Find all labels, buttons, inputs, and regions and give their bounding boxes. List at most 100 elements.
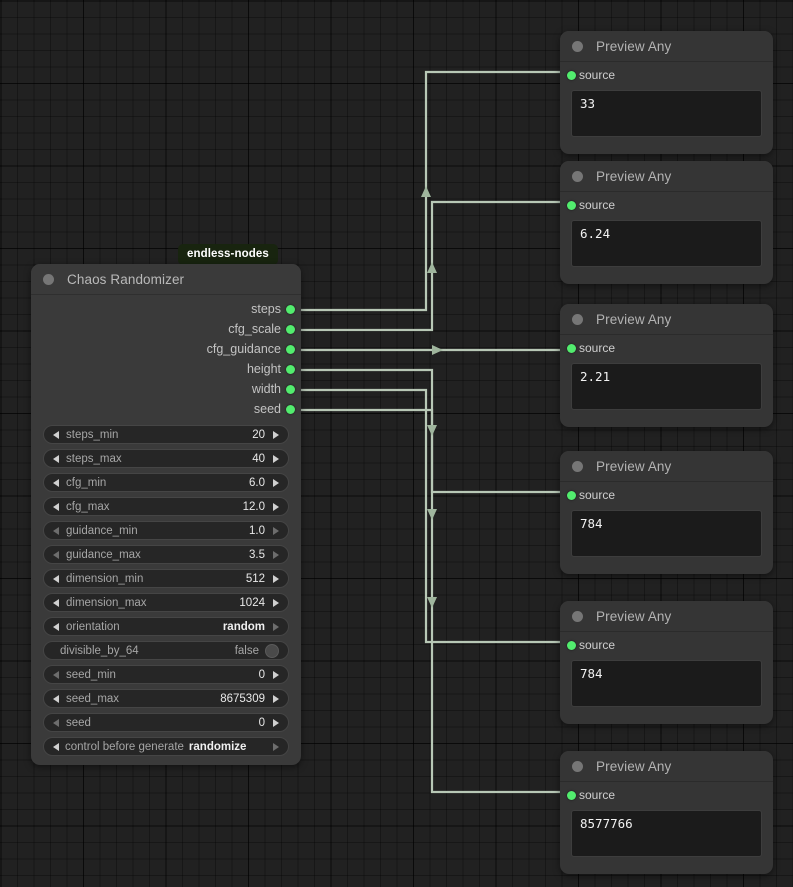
input-slot-source[interactable]: source [560,62,773,88]
node-header[interactable]: Preview Any [560,451,773,482]
widget-value[interactable]: 0 [258,668,265,681]
chevron-right-icon[interactable] [273,670,279,679]
node-preview-any-2[interactable]: Preview Any source 6.24 [560,161,773,284]
circle-icon[interactable] [572,610,583,622]
output-port-width[interactable] [286,384,295,394]
widget-cfg_max[interactable]: cfg_max 12.0 [43,497,289,516]
output-port-cfg-guidance[interactable] [286,344,295,354]
input-port-source[interactable] [567,343,576,353]
chevron-left-icon[interactable] [53,598,59,607]
chevron-left-icon[interactable] [53,454,59,463]
widget-value[interactable]: 0 [258,716,265,729]
chevron-left-icon[interactable] [53,718,59,727]
node-header[interactable]: Preview Any [560,304,773,335]
widget-seed_min[interactable]: seed_min 0 [43,665,289,684]
chevron-right-icon[interactable] [273,478,279,487]
chevron-left-icon[interactable] [53,574,59,583]
input-port-source[interactable] [567,200,576,210]
widget-value[interactable]: 6.0 [249,476,265,489]
widget-steps_min[interactable]: steps_min 20 [43,425,289,444]
output-slot-width[interactable]: width [31,379,301,399]
widget-value[interactable]: random [222,620,265,633]
chevron-right-icon[interactable] [273,694,279,703]
output-port-height[interactable] [286,364,295,374]
node-chaos-randomizer[interactable]: Chaos Randomizer steps cfg_scale cfg_gui… [31,264,301,765]
node-preview-any-5[interactable]: Preview Any source 784 [560,601,773,724]
widget-guidance_max[interactable]: guidance_max 3.5 [43,545,289,564]
circle-icon[interactable] [572,313,583,325]
widget-divisible_by_64[interactable]: divisible_by_64 false [43,641,289,660]
node-preview-any-1[interactable]: Preview Any source 33 [560,31,773,154]
node-header[interactable]: Preview Any [560,601,773,632]
chevron-left-icon[interactable] [53,526,59,535]
widget-value[interactable]: 1024 [239,596,265,609]
circle-icon[interactable] [43,273,54,285]
input-slot-source[interactable]: source [560,335,773,361]
chevron-left-icon[interactable] [53,742,59,751]
chevron-left-icon[interactable] [53,670,59,679]
widget-value[interactable]: 8675309 [220,692,265,705]
widget-cfg_min[interactable]: cfg_min 6.0 [43,473,289,492]
circle-icon[interactable] [572,170,583,182]
widget-steps_max[interactable]: steps_max 40 [43,449,289,468]
toggle-knob-icon[interactable] [265,643,279,658]
input-port-source[interactable] [567,490,576,500]
chevron-right-icon[interactable] [273,430,279,439]
widget-value[interactable]: 1.0 [249,524,265,537]
input-port-source[interactable] [567,640,576,650]
widget-value[interactable]: 3.5 [249,548,265,561]
input-port-source[interactable] [567,790,576,800]
output-slot-seed[interactable]: seed [31,399,301,419]
chevron-right-icon[interactable] [273,622,279,631]
chevron-right-icon[interactable] [273,718,279,727]
node-preview-any-3[interactable]: Preview Any source 2.21 [560,304,773,427]
chevron-left-icon[interactable] [53,622,59,631]
chevron-right-icon[interactable] [273,742,279,751]
output-port-seed[interactable] [286,404,295,414]
output-port-cfg-scale[interactable] [286,324,295,334]
widget-seed[interactable]: seed 0 [43,713,289,732]
widget-value[interactable]: 40 [252,452,265,465]
widget-value[interactable]: randomize [188,740,247,753]
node-header[interactable]: Preview Any [560,161,773,192]
node-preview-any-4[interactable]: Preview Any source 784 [560,451,773,574]
input-slot-source[interactable]: source [560,482,773,508]
node-header[interactable]: Preview Any [560,31,773,62]
chevron-right-icon[interactable] [273,574,279,583]
chevron-right-icon[interactable] [273,526,279,535]
chevron-left-icon[interactable] [53,478,59,487]
input-port-source[interactable] [567,70,576,80]
chevron-right-icon[interactable] [273,502,279,511]
input-slot-source[interactable]: source [560,782,773,808]
widget-control-before-generate[interactable]: control before generate randomize [43,737,289,756]
widget-guidance_min[interactable]: guidance_min 1.0 [43,521,289,540]
node-preview-any-6[interactable]: Preview Any source 8577766 [560,751,773,874]
output-slot-height[interactable]: height [31,359,301,379]
circle-icon[interactable] [572,460,583,472]
chevron-right-icon[interactable] [273,550,279,559]
node-header[interactable]: Preview Any [560,751,773,782]
chevron-right-icon[interactable] [273,598,279,607]
input-slot-source[interactable]: source [560,632,773,658]
chevron-left-icon[interactable] [53,502,59,511]
widget-orientation[interactable]: orientation random [43,617,289,636]
chevron-left-icon[interactable] [53,550,59,559]
output-slot-cfg-guidance[interactable]: cfg_guidance [31,339,301,359]
chevron-left-icon[interactable] [53,430,59,439]
input-slot-source[interactable]: source [560,192,773,218]
circle-icon[interactable] [572,760,583,772]
chevron-left-icon[interactable] [53,694,59,703]
widget-value[interactable]: 12.0 [242,500,265,513]
output-slot-cfg-scale[interactable]: cfg_scale [31,319,301,339]
chevron-right-icon[interactable] [273,454,279,463]
widget-dimension_min[interactable]: dimension_min 512 [43,569,289,588]
widget-value[interactable]: 20 [252,428,265,441]
widget-seed_max[interactable]: seed_max 8675309 [43,689,289,708]
widget-dimension_max[interactable]: dimension_max 1024 [43,593,289,612]
circle-icon[interactable] [572,40,583,52]
output-slot-steps[interactable]: steps [31,299,301,319]
node-header[interactable]: Chaos Randomizer [31,264,301,295]
output-port-steps[interactable] [286,304,295,314]
widget-value[interactable]: 512 [245,572,265,585]
